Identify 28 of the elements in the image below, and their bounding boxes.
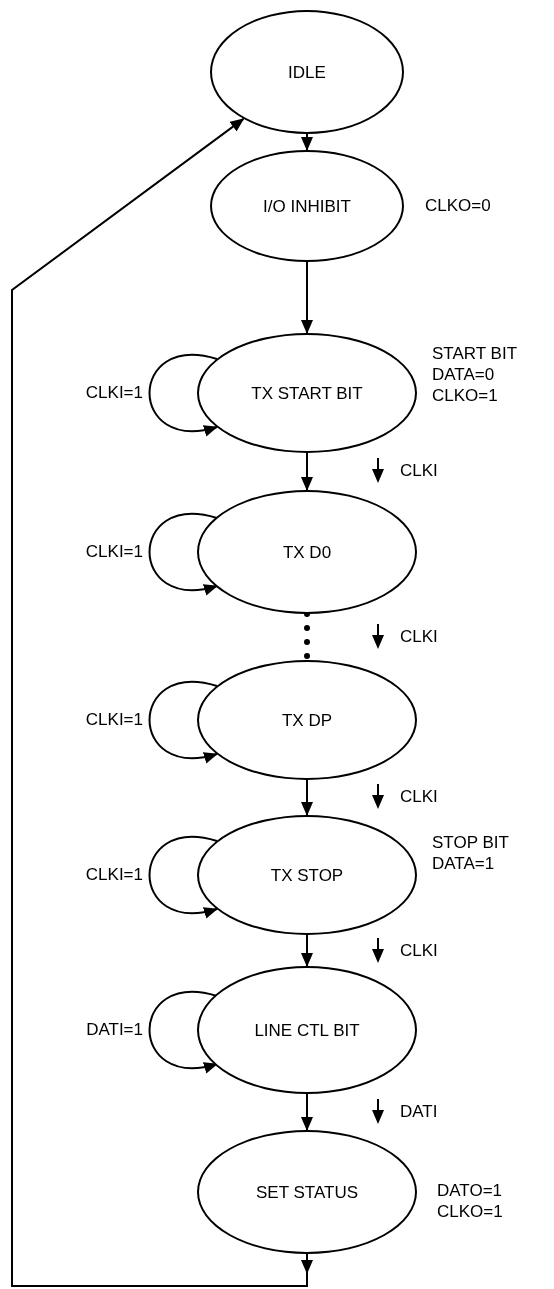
transition-arrow [11,117,313,1287]
output-note: CLKO=0 [425,195,491,216]
transition-arrow [301,1093,313,1131]
output-note: START BIT [432,343,518,364]
self-loop-arrow [148,991,218,1073]
output-note: STOP BIT [432,832,509,853]
self-loop-arrow [148,513,218,595]
state-name: TX STOP [270,864,344,886]
output-note: CLKO=1 [437,1201,503,1222]
state-name: I/O INHIBIT [263,195,351,217]
self-loop-arrow [148,681,218,763]
state-name: IDLE [288,61,326,83]
transition-arrow [301,934,313,967]
state-name: SET STATUS [256,1181,358,1203]
state-name: TX START BIT [251,382,363,404]
transition-arrow [301,261,313,334]
state-name: TX D0 [282,541,332,563]
transition-arrow [301,133,313,151]
state-name: TX DP [281,709,333,731]
transition-arrow [301,779,313,816]
output-note: DATA=1 [432,853,496,874]
self-loop-arrow [148,354,218,436]
output-note: DATA=0 [432,364,496,385]
output-note: DATO=1 [437,1180,503,1201]
state-name: LINE CTL BIT [254,1019,360,1041]
self-loop-arrow [148,836,218,918]
transition-arrow [301,452,313,491]
output-note: CLKO=1 [432,385,499,406]
